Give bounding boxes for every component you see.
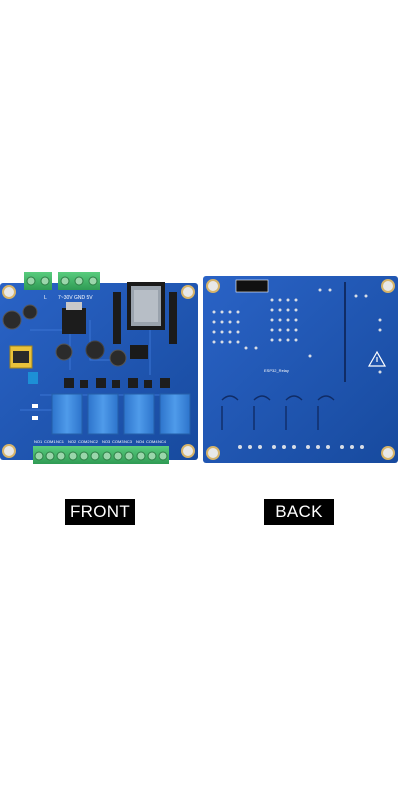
relay-terminal-label: NC4 — [158, 439, 167, 444]
relay-terminal-label: NC3 — [124, 439, 133, 444]
relay-3 — [123, 393, 155, 435]
power-terminal-right — [58, 272, 100, 290]
power-marking: 7~30V GND 5V — [58, 295, 93, 301]
relay-terminal-label: NC1 — [56, 439, 65, 444]
relay-terminal-label: NO4 — [136, 439, 145, 444]
back-pcb — [203, 276, 398, 463]
board-silkscreen: ESP32_Relay — [264, 368, 289, 373]
relay-terminal-label: NO2 — [68, 439, 77, 444]
mounting-hole — [381, 446, 395, 460]
pin-header — [113, 292, 121, 344]
relay-terminal-label: NO3 — [102, 439, 111, 444]
transistor-row — [64, 378, 170, 388]
front-board: L 7~30V GND 5V — [0, 272, 198, 464]
relay-terminal-block — [101, 446, 135, 464]
mounting-hole — [206, 279, 220, 293]
relay-2 — [87, 393, 119, 435]
mounting-hole — [206, 446, 220, 460]
warning-icon — [367, 350, 387, 367]
relay-terminal-label: NC2 — [90, 439, 99, 444]
relay-terminal-label: COM3 — [112, 439, 124, 444]
capacitor — [2, 310, 22, 330]
esp32-module — [127, 282, 165, 330]
front-label: FRONT — [65, 499, 135, 525]
relay-terminal-label: COM2 — [78, 439, 90, 444]
capacitor — [109, 349, 127, 367]
relay-4 — [159, 393, 191, 435]
relay-terminal-label: COM1 — [44, 439, 56, 444]
relay-terminal-block — [135, 446, 169, 464]
relay-terminal-block — [33, 446, 67, 464]
capacitor — [55, 343, 73, 361]
capacitor — [22, 304, 38, 320]
pin-header — [169, 292, 177, 344]
mounting-hole — [181, 285, 195, 299]
relay-terminal-label: COM4 — [146, 439, 158, 444]
relay-terminal-label: NO1 — [34, 439, 43, 444]
mounting-hole — [381, 279, 395, 293]
regulator — [62, 308, 86, 334]
via-grid — [212, 288, 382, 374]
terminal-pads — [238, 445, 364, 449]
relay-terminal-block — [67, 446, 101, 464]
power-terminal-left — [24, 272, 52, 290]
terminal-label-l: L — [44, 295, 47, 301]
mounting-hole — [181, 444, 195, 458]
inductor — [85, 340, 105, 360]
logo-box — [235, 279, 269, 293]
mounting-hole — [2, 444, 16, 458]
relay-pads — [221, 395, 335, 430]
back-label: BACK — [264, 499, 334, 525]
back-board: ESP32_Relay — [203, 276, 398, 463]
relay-1 — [51, 393, 83, 435]
mounting-hole — [2, 285, 16, 299]
